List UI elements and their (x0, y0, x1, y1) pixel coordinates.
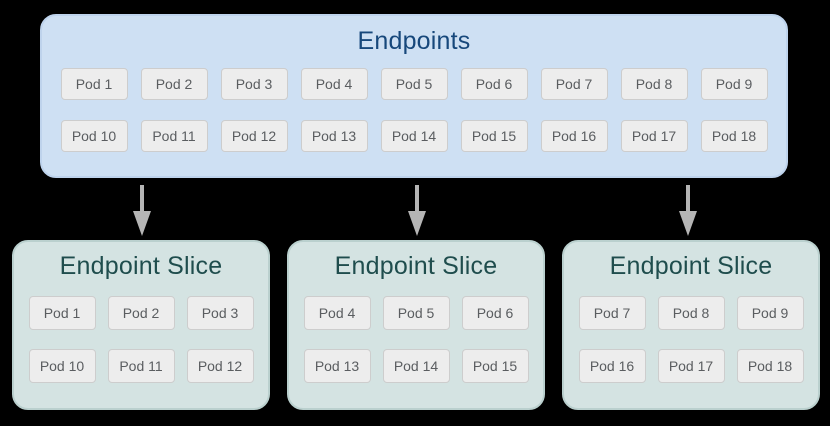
slice-2-pod-row-2: Pod 13 Pod 14 Pod 15 (289, 349, 543, 383)
pod-chip: Pod 13 (303, 349, 371, 383)
pod-chip: Pod 3 (220, 68, 288, 100)
endpoints-title: Endpoints (357, 27, 471, 55)
pod-chip: Pod 1 (28, 296, 96, 330)
pod-chip: Pod 5 (380, 68, 448, 100)
pod-chip: Pod 10 (60, 120, 128, 152)
endpoint-slice-title: Endpoint Slice (334, 252, 498, 280)
pod-chip: Pod 1 (60, 68, 128, 100)
pod-chip: Pod 8 (620, 68, 688, 100)
pod-chip: Pod 15 (461, 349, 529, 383)
pod-chip: Pod 18 (700, 120, 768, 152)
pod-chip: Pod 13 (300, 120, 368, 152)
endpoint-slice-title: Endpoint Slice (59, 252, 223, 280)
slice-2-pod-row-1: Pod 4 Pod 5 Pod 6 (289, 296, 543, 330)
pod-chip: Pod 9 (736, 296, 804, 330)
slice-3-pod-row-1: Pod 7 Pod 8 Pod 9 (564, 296, 818, 330)
pod-chip: Pod 2 (140, 68, 208, 100)
pod-chip: Pod 10 (28, 349, 96, 383)
pod-chip: Pod 5 (382, 296, 450, 330)
pod-chip: Pod 12 (220, 120, 288, 152)
pod-chip: Pod 15 (460, 120, 528, 152)
pod-chip: Pod 9 (700, 68, 768, 100)
arrow-down-icon (408, 185, 426, 236)
slice-1-pod-row-1: Pod 1 Pod 2 Pod 3 (14, 296, 268, 330)
pod-chip: Pod 4 (303, 296, 371, 330)
pod-chip: Pod 11 (140, 120, 208, 152)
pod-chip: Pod 18 (736, 349, 804, 383)
slice-1-pod-row-2: Pod 10 Pod 11 Pod 12 (14, 349, 268, 383)
pod-chip: Pod 14 (382, 349, 450, 383)
arrow-down-icon (679, 185, 697, 236)
pod-chip: Pod 4 (300, 68, 368, 100)
endpoints-pod-row-2: Pod 10 Pod 11 Pod 12 Pod 13 Pod 14 Pod 15 Pod … (42, 120, 786, 152)
pod-chip: Pod 17 (620, 120, 688, 152)
pod-chip: Pod 16 (578, 349, 646, 383)
pod-chip: Pod 16 (540, 120, 608, 152)
pod-chip: Pod 7 (540, 68, 608, 100)
pod-chip: Pod 8 (657, 296, 725, 330)
pod-chip: Pod 14 (380, 120, 448, 152)
pod-chip: Pod 6 (461, 296, 529, 330)
pod-chip: Pod 6 (460, 68, 528, 100)
arrow-down-icon (133, 185, 151, 236)
pod-chip: Pod 11 (107, 349, 175, 383)
endpoint-slice-title: Endpoint Slice (609, 252, 773, 280)
pod-chip: Pod 2 (107, 296, 175, 330)
pod-chip: Pod 17 (657, 349, 725, 383)
pod-chip: Pod 12 (186, 349, 254, 383)
pod-chip: Pod 3 (186, 296, 254, 330)
pod-chip: Pod 7 (578, 296, 646, 330)
endpoints-pod-row-1: Pod 1 Pod 2 Pod 3 Pod 4 Pod 5 Pod 6 Pod 7 Pod 8… (42, 68, 786, 100)
slice-3-pod-row-2: Pod 16 Pod 17 Pod 18 (564, 349, 818, 383)
endpoints-box: Endpoints Pod 1 Pod 2 Pod 3 Pod 4 Pod 5 Pod 6… (40, 14, 788, 178)
